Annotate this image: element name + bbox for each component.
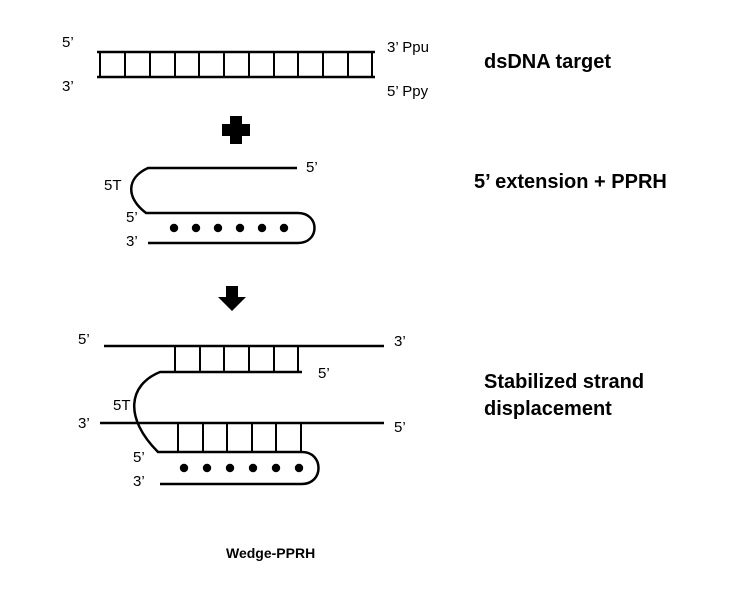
hairpin-5-label: 5’ <box>133 449 145 466</box>
displacement-title-line2: displacement <box>484 398 612 420</box>
hairpin-3-label: 3’ <box>126 233 138 250</box>
hairpin-base-pairs <box>177 423 302 452</box>
hoogsteen-dot <box>202 463 212 473</box>
hoogsteen-dot <box>294 463 304 473</box>
hairpin-3-label: 3’ <box>133 473 145 490</box>
hairpin-5-label: 5’ <box>126 209 138 226</box>
top-right-label: 3’ <box>394 333 406 350</box>
hoogsteen-dots-bound <box>179 463 304 473</box>
strand-displacement-panel: 5’ 3’ 5’ 5T 3’ 5’ 5’ 3’ Stabilized stran… <box>78 331 644 490</box>
top-left-label: 5’ <box>78 331 90 348</box>
plus-icon <box>222 116 250 144</box>
figure-caption: Wedge-PPRH <box>226 545 315 561</box>
dsdna-top-right-label: 3’ Ppu <box>387 39 429 56</box>
hoogsteen-dot <box>279 223 289 233</box>
hoogsteen-dot <box>213 223 223 233</box>
extension-5-end-label: 5’ <box>318 365 330 382</box>
hoogsteen-dot <box>169 223 179 233</box>
loop-5t-label: 5T <box>113 397 131 414</box>
hoogsteen-dot <box>191 223 201 233</box>
hoogsteen-dot <box>179 463 189 473</box>
hoogsteen-dots <box>169 223 289 233</box>
dsdna-target-panel: 5’ 3’ 3’ Ppu 5’ Ppy dsDNA target <box>62 34 611 100</box>
middle-right-label: 5’ <box>394 419 406 436</box>
dsdna-bottom-left-label: 3’ <box>62 78 74 95</box>
down-arrow-icon <box>218 286 246 311</box>
dsdna-bottom-right-label: 5’ Ppy <box>387 83 429 100</box>
extension-base-pairs <box>174 346 299 372</box>
extension-pprh-panel: 5’ 5T 5’ 3’ 5’ extension + PPRH <box>104 159 667 250</box>
middle-left-label: 3’ <box>78 415 90 432</box>
dsdna-base-pairs <box>99 52 373 77</box>
hoogsteen-dot <box>235 223 245 233</box>
dsdna-top-left-label: 5’ <box>62 34 74 51</box>
wedge-pprh-strand <box>133 370 320 486</box>
extension-pprh-title: 5’ extension + PPRH <box>474 171 667 193</box>
displacement-title-line1: Stabilized strand <box>484 371 644 393</box>
pprh-strand <box>130 166 316 245</box>
dsdna-target-title: dsDNA target <box>484 51 611 73</box>
hoogsteen-dot <box>271 463 281 473</box>
hoogsteen-dot <box>248 463 258 473</box>
extension-5-end-label: 5’ <box>306 159 318 176</box>
loop-5t-label: 5T <box>104 177 122 194</box>
hoogsteen-dot <box>257 223 267 233</box>
hoogsteen-dot <box>225 463 235 473</box>
